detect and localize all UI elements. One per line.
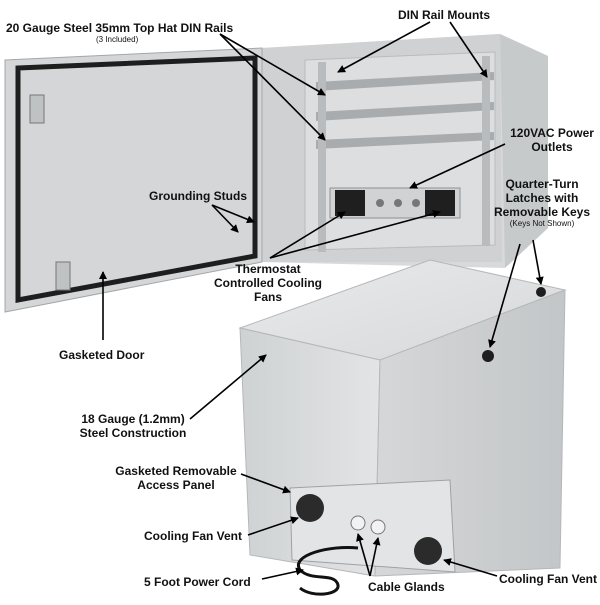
label-access-panel-line1: Gasketed Removable [115, 464, 237, 478]
fan-vent-right [414, 537, 442, 565]
cable-gland [370, 519, 386, 535]
label-thermostat-line2: Controlled Cooling [214, 276, 322, 290]
label-access-panel-line2: Access Panel [137, 478, 215, 492]
label-access-panel: Gasketed Removable Access Panel [111, 464, 241, 492]
callout-arrows [99, 21, 544, 580]
label-din-rails: 20 Gauge Steel 35mm Top Hat DIN Rails (3… [6, 21, 233, 45]
label-power-outlets-line2: Outlets [531, 140, 573, 154]
label-steel-construction: 18 Gauge (1.2mm) Steel Construction [77, 412, 189, 440]
label-thermostat-line1: Thermostat [235, 262, 301, 276]
label-din-rails-sub: (3 Included) [96, 35, 139, 44]
quarter-turn-latch-front [482, 350, 494, 362]
label-din-rail-mounts: DIN Rail Mounts [398, 8, 490, 22]
din-rails [316, 72, 494, 149]
door-gasket [15, 55, 258, 304]
label-power-outlets: 120VAC Power Outlets [509, 126, 595, 154]
label-fan-vent-left: Cooling Fan Vent [144, 529, 242, 543]
open-enclosure [242, 34, 548, 268]
label-thermostat-fans: Thermostat Controlled Cooling Fans [204, 262, 332, 304]
cable-gland [350, 515, 366, 531]
label-gasketed-door: Gasketed Door [59, 348, 145, 362]
label-latches-line1: Quarter-Turn [505, 177, 579, 191]
fan-vent-left [296, 494, 324, 522]
label-thermostat-line3: Fans [253, 290, 282, 304]
label-latches-sub: (Keys Not Shown) [509, 219, 575, 228]
label-latches-line3: Removable Keys [493, 205, 591, 219]
label-power-outlets-line1: 120VAC Power [510, 126, 594, 140]
label-latches: Quarter-Turn Latches with Removable Keys… [490, 177, 594, 229]
door-latch-bottom [55, 261, 71, 291]
power-cord [296, 545, 359, 596]
closed-enclosure [238, 259, 567, 577]
quarter-turn-latch-rear [536, 287, 546, 297]
label-power-cord: 5 Foot Power Cord [144, 575, 251, 589]
label-din-rails-title: 20 Gauge Steel 35mm Top Hat DIN Rails [6, 21, 234, 35]
door-latch-top [29, 94, 45, 124]
din-rail-mount-right [482, 56, 490, 246]
fan-outlet-bar [329, 187, 461, 219]
din-rail-mount-left [318, 62, 326, 252]
label-steel-line1: 18 Gauge (1.2mm) [81, 412, 185, 426]
label-latches-line2: Latches with [505, 191, 579, 205]
label-cable-glands: Cable Glands [368, 580, 445, 594]
label-steel-line2: Steel Construction [79, 426, 187, 440]
label-grounding-studs: Grounding Studs [149, 189, 247, 203]
open-door [4, 47, 263, 313]
label-fan-vent-right: Cooling Fan Vent [499, 572, 597, 586]
